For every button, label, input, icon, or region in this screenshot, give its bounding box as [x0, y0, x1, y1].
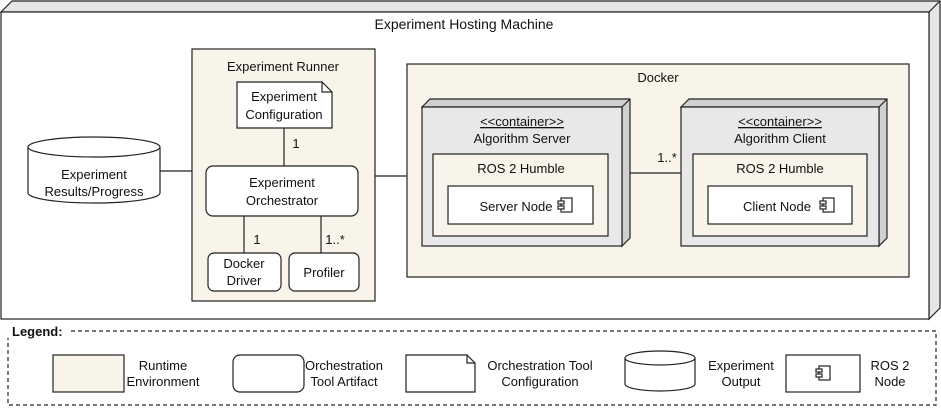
client-ros-label: ROS 2 Humble [736, 161, 823, 176]
legend-artifact-line2: Tool Artifact [310, 374, 378, 389]
config-label-line1: Experiment [251, 89, 317, 104]
driver-multiplicity: 1 [253, 232, 260, 247]
legend-runtime-line2: Environment [127, 374, 200, 389]
legend-runtime-swatch [52, 354, 125, 393]
config-multiplicity: 1 [292, 136, 299, 151]
legend-config-line1: Orchestration Tool [487, 358, 592, 373]
docker-environment: Docker <<container>> Algorithm Server RO… [406, 63, 910, 278]
profiler: Profiler [288, 252, 360, 292]
algorithm-client-container: <<container>> Algorithm Client ROS 2 Hum… [679, 98, 888, 248]
legend-output-swatch [624, 350, 696, 392]
runner-title: Experiment Runner [227, 59, 340, 74]
config-label-line2: Configuration [245, 107, 322, 122]
database-label-line2: Results/Progress [45, 184, 144, 199]
profiler-label: Profiler [303, 265, 345, 280]
docker-title: Docker [637, 70, 679, 85]
legend-title: Legend: [12, 324, 63, 339]
algorithm-server-container: <<container>> Algorithm Server ROS 2 Hum… [420, 98, 631, 248]
docker-driver: Docker Driver [207, 252, 282, 292]
legend-output-line1: Experiment [708, 358, 774, 373]
legend-output-line2: Output [721, 374, 760, 389]
legend-runtime-line1: Runtime [139, 358, 187, 373]
legend-node-line2: Node [874, 374, 905, 389]
server-name: Algorithm Server [474, 131, 571, 146]
client-stereotype: <<container>> [738, 114, 822, 129]
legend-node-swatch [785, 354, 861, 393]
legend-artifact-line1: Orchestration [305, 358, 383, 373]
machine-title: Experiment Hosting Machine [375, 16, 554, 32]
driver-label-line2: Driver [227, 273, 262, 288]
experiment-runner: Experiment Runner Experiment Configurati… [191, 48, 376, 302]
legend-config-swatch [405, 354, 476, 393]
experiment-configuration: Experiment Configuration [236, 81, 333, 129]
results-database: Experiment Results/Progress [27, 136, 161, 204]
legend-node-line1: ROS 2 [870, 358, 909, 373]
client-multiplicity: 1..* [657, 150, 677, 165]
experiment-orchestrator: Experiment Orchestrator [205, 165, 359, 217]
orchestrator-label-line2: Orchestrator [246, 193, 319, 208]
legend: Legend: Runtime Environment Orchestratio… [6, 324, 937, 406]
driver-label-line1: Docker [223, 256, 265, 271]
server-stereotype: <<container>> [480, 114, 564, 129]
profiler-multiplicity: 1..* [325, 232, 345, 247]
client-node-label: Client Node [743, 199, 811, 214]
legend-config-line2: Configuration [501, 374, 578, 389]
server-node-label: Server Node [480, 199, 553, 214]
database-label-line1: Experiment [61, 167, 127, 182]
client-name: Algorithm Client [734, 131, 826, 146]
legend-artifact-swatch [232, 354, 305, 393]
orchestrator-label-line1: Experiment [249, 175, 315, 190]
server-ros-label: ROS 2 Humble [477, 161, 564, 176]
